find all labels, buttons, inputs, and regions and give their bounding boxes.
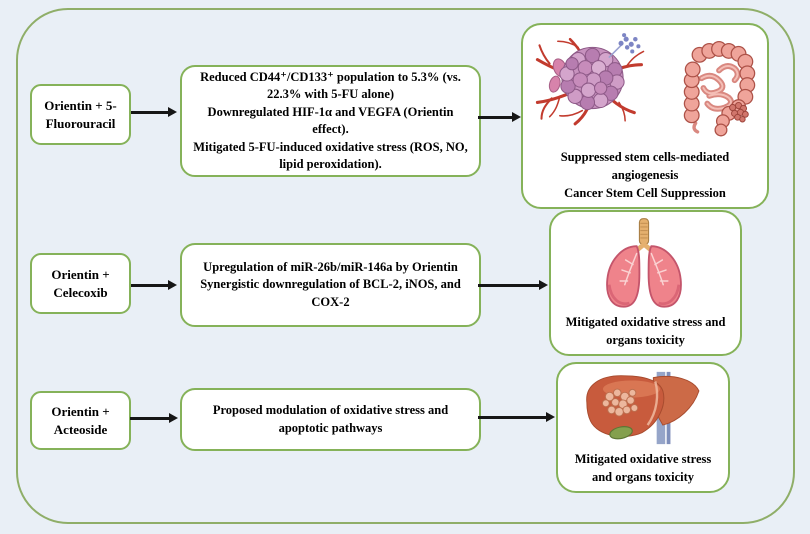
mechanism-line: Proposed modulation of oxidative stress … [212, 403, 449, 417]
outcome-caption-line: Cancer Stem Cell Suppression [564, 186, 726, 200]
outcome-caption: Mitigated oxidative stress and organs to… [558, 450, 728, 486]
right-arrow-icon [130, 417, 170, 420]
mechanism-line: lipid peroxidation). [279, 157, 382, 171]
right-arrow-icon [478, 284, 540, 287]
outcome-caption-line: Mitigated oxidative stress [574, 452, 712, 466]
outcome-box-lungs: Mitigated oxidative stress and organs to… [549, 210, 742, 356]
right-arrow-icon [131, 111, 169, 114]
mechanism-line: 22.3% with 5-FU alone) [266, 87, 395, 101]
right-arrow-icon [478, 116, 513, 119]
outcome-caption-line: and organs toxicity [591, 470, 695, 484]
source-box-orientin-acteoside: Orientin + Acteoside [30, 391, 131, 450]
lungs-image [606, 218, 682, 308]
mechanism-box-5fu: Reduced CD44⁺/CD133⁺ population to 5.3% … [180, 65, 481, 177]
outcome-box-liver: Mitigated oxidative stress and organs to… [556, 362, 730, 493]
right-arrow-icon [478, 416, 547, 419]
mechanism-line: Mitigated 5-FU-induced oxidative stress … [193, 139, 468, 154]
outcome-caption: Mitigated oxidative stress and organs to… [551, 313, 740, 349]
mechanism-line: COX-2 [311, 294, 350, 309]
source-label-line: Acteoside [53, 421, 108, 437]
source-label-line: Orientin + 5- [44, 97, 117, 113]
source-label-line: Orientin + [51, 266, 110, 282]
source-box-orientin-5fu: Orientin + 5- Fluorouracil [30, 84, 131, 145]
colon-image [683, 41, 756, 137]
source-box-orientin-celecoxib: Orientin + Celecoxib [30, 253, 131, 314]
outcome-caption: Suppressed stem cells-mediated angiogene… [523, 148, 767, 202]
mechanism-line: Upregulation of miR-26b/miR-146a by Orie… [203, 259, 458, 274]
mechanism-line: effect). [312, 122, 349, 136]
mechanism-box-celecoxib: Upregulation of miR-26b/miR-146a by Orie… [180, 243, 481, 327]
liver-image [586, 371, 700, 445]
right-arrow-icon [131, 284, 169, 287]
outcome-caption-line: organs toxicity [606, 333, 685, 347]
mechanism-line: Reduced CD44⁺/CD133⁺ population to 5.3% … [200, 69, 461, 84]
mechanism-line: apoptotic pathways [278, 420, 383, 435]
mechanism-line: Downregulated HIF-1α and VEGFA (Orientin [207, 104, 454, 119]
source-label-line: Celecoxib [53, 284, 108, 300]
source-label-line: Fluorouracil [45, 115, 116, 131]
outcome-box-stem-cells: Suppressed stem cells-mediated angiogene… [521, 23, 769, 209]
outer-frame [16, 8, 795, 524]
source-label-line: Orientin + [51, 403, 110, 419]
mechanism-box-acteoside: Proposed modulation of oxidative stress … [180, 388, 481, 451]
outcome-caption-line: angiogenesis [611, 168, 679, 182]
outcome-caption-line: Suppressed stem cells-mediated [560, 150, 730, 164]
mechanism-line: Synergistic downregulation of BCL-2, iNO… [200, 277, 461, 292]
tumor-angiogenesis-image [535, 33, 645, 126]
outcome-caption-line: Mitigated oxidative stress and [565, 315, 726, 329]
